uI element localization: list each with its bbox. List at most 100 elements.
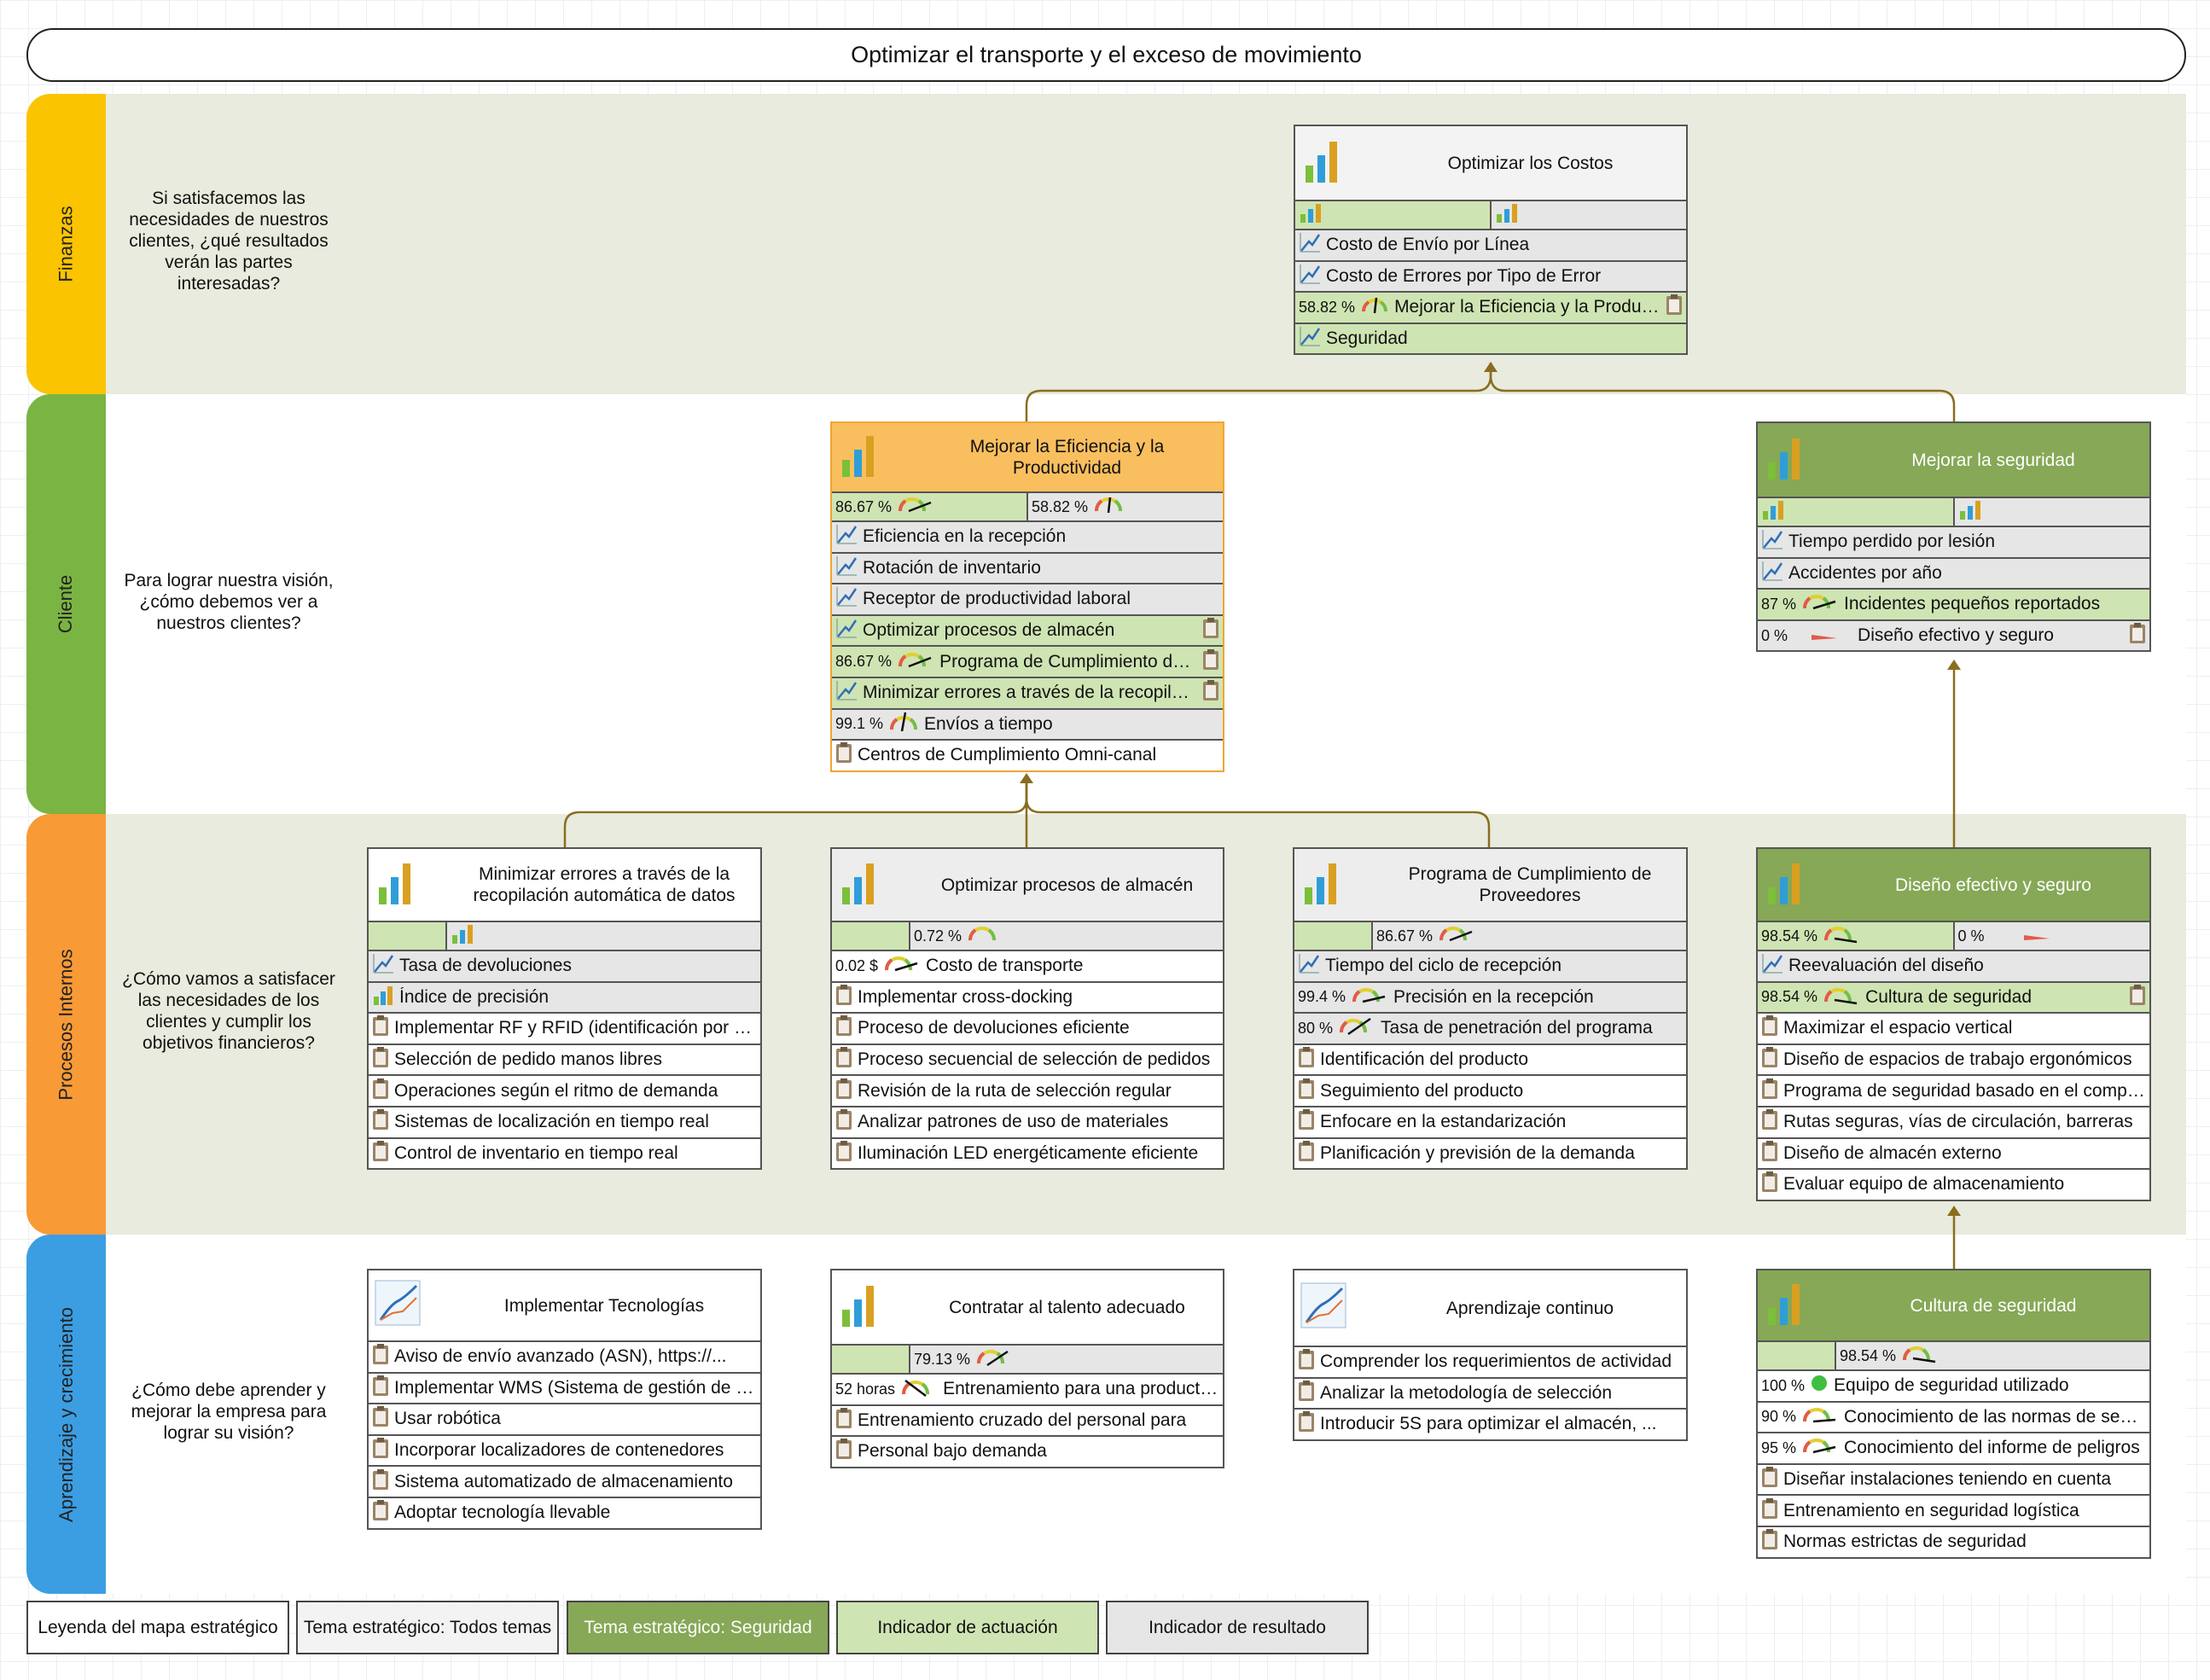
indicator-row[interactable]: Receptor de productividad laboral bbox=[832, 583, 1223, 614]
indicator-row[interactable]: Seguridad bbox=[1295, 322, 1686, 354]
indicator-row[interactable]: 100 %Equipo de seguridad utilizado bbox=[1758, 1369, 2149, 1401]
initiative-row[interactable]: Revisión de la ruta de selección regular bbox=[832, 1074, 1223, 1106]
row-label: Analizar patrones de uso de materiales bbox=[858, 1112, 1169, 1132]
initiative-row[interactable]: Analizar patrones de uso de materiales bbox=[832, 1105, 1223, 1137]
row-label: Sistema automatizado de almacenamiento bbox=[394, 1471, 733, 1491]
indicator-row[interactable]: 95 %Conocimiento del informe de peligros bbox=[1758, 1432, 2149, 1463]
initiative-row[interactable]: Proceso de devoluciones eficiente bbox=[832, 1012, 1223, 1043]
indicator-row[interactable]: Minimizar errores a través de la recopil… bbox=[832, 676, 1223, 708]
initiative-row[interactable]: Normas estrictas de seguridad bbox=[1758, 1525, 2149, 1557]
gauge-icon bbox=[967, 923, 1001, 949]
question-cliente: Para lograr nuestra visión, ¿cómo debemo… bbox=[124, 571, 334, 633]
clipboard-icon bbox=[1202, 617, 1219, 644]
clipboard-icon bbox=[835, 1108, 852, 1136]
indicator-row[interactable]: 99.1 %Envíos a tiempo bbox=[832, 707, 1223, 740]
indicator-row[interactable]: 90 %Conocimiento de las normas de seguri… bbox=[1758, 1400, 2149, 1433]
initiative-row[interactable]: Aviso de envío avanzado (ASN), https://.… bbox=[369, 1340, 760, 1372]
row-value: 80 % bbox=[1298, 1019, 1334, 1037]
indicator-row[interactable]: 86.67 %Programa de Cumplimiento de Prove… bbox=[832, 645, 1223, 677]
initiative-row[interactable]: Selección de pedido manos libres bbox=[369, 1043, 760, 1075]
initiative-row[interactable]: Diseñar instalaciones teniendo en cuenta bbox=[1758, 1462, 2149, 1495]
indicator-row[interactable]: Tiempo perdido por lesión bbox=[1758, 526, 2149, 557]
initiative-row[interactable]: Analizar la metodología de selección bbox=[1294, 1376, 1686, 1409]
initiative-row[interactable]: Sistemas de localización en tiempo real bbox=[369, 1105, 760, 1137]
initiative-row[interactable]: Diseño de almacén externo bbox=[1758, 1136, 2149, 1169]
indicator-row[interactable]: 0 %Diseño efectivo y seguro bbox=[1758, 619, 2149, 651]
objective-programa-cumplimiento[interactable]: Programa de Cumplimiento de Proveedores … bbox=[1293, 847, 1688, 1171]
row-label: Mejorar la Eficiencia y la Productividad bbox=[1394, 297, 1660, 317]
initiative-row[interactable]: Diseño de espacios de trabajo ergonómico… bbox=[1758, 1043, 2149, 1075]
objective-minimizar-errores[interactable]: Minimizar errores a través de la recopil… bbox=[367, 847, 762, 1171]
indicator-row[interactable]: 0.02 $Costo de transporte bbox=[832, 950, 1223, 981]
initiative-row[interactable]: Programa de seguridad basado en el compo… bbox=[1758, 1074, 2149, 1106]
initiative-row[interactable]: Iluminación LED energéticamente eficient… bbox=[832, 1136, 1223, 1169]
initiative-row[interactable]: Operaciones según el ritmo de demanda bbox=[369, 1074, 760, 1106]
row-value: 0 % bbox=[1957, 927, 1985, 945]
bar-chart-icon bbox=[837, 431, 885, 484]
gauge-icon bbox=[1438, 923, 1475, 949]
indicator-row[interactable]: Optimizar procesos de almacén bbox=[832, 613, 1223, 646]
bar-chart-icon bbox=[372, 985, 394, 1010]
initiative-row[interactable]: Incorporar localizadores de contenedores bbox=[369, 1433, 760, 1466]
initiative-row[interactable]: Identificación del producto bbox=[1294, 1043, 1686, 1075]
initiative-row[interactable]: Proceso secuencial de selección de pedid… bbox=[832, 1043, 1223, 1075]
indicator-row[interactable]: Índice de precisión bbox=[369, 980, 760, 1013]
initiative-row[interactable]: Implementar cross-docking bbox=[832, 980, 1223, 1013]
initiative-row[interactable]: Sistema automatizado de almacenamiento bbox=[369, 1465, 760, 1497]
initiative-row[interactable]: Rutas seguras, vías de circulación, barr… bbox=[1758, 1105, 2149, 1137]
legend-todos-temas: Tema estratégico: Todos temas bbox=[296, 1601, 559, 1654]
trend-icon bbox=[1299, 263, 1321, 290]
indicator-row[interactable]: 99.4 %Precisión en la recepción bbox=[1294, 980, 1686, 1013]
initiative-row[interactable]: Centros de Cumplimiento Omni-canal bbox=[832, 739, 1223, 770]
objective-contratar-talento[interactable]: Contratar al talento adecuado 79.13 % 52… bbox=[830, 1269, 1224, 1468]
indicator-row[interactable]: Reevaluación del diseño bbox=[1758, 950, 2149, 981]
row-label: Costo de transporte bbox=[926, 956, 1084, 976]
indicator-row[interactable]: Eficiencia en la recepción bbox=[832, 520, 1223, 552]
initiative-row[interactable]: Usar robótica bbox=[369, 1403, 760, 1434]
row-label: Aviso de envío avanzado (ASN), https://.… bbox=[394, 1346, 727, 1367]
indicator-row[interactable]: Accidentes por año bbox=[1758, 556, 2149, 589]
initiative-row[interactable]: Personal bajo demanda bbox=[832, 1435, 1223, 1467]
indicator-row[interactable]: Tasa de devoluciones bbox=[369, 950, 760, 981]
row-value: 98.54 % bbox=[1761, 988, 1818, 1006]
initiative-row[interactable]: Adoptar tecnología llevable bbox=[369, 1496, 760, 1528]
objective-mejorar-eficiencia[interactable]: Mejorar la Eficiencia y la Productividad… bbox=[830, 421, 1224, 772]
indicator-row[interactable]: 80 %Tasa de penetración del programa bbox=[1294, 1012, 1686, 1043]
initiative-row[interactable]: Evaluar equipo de almacenamiento bbox=[1758, 1168, 2149, 1200]
kpi-cell bbox=[369, 922, 445, 950]
objective-optimizar-procesos[interactable]: Optimizar procesos de almacén 0.72 % 0.0… bbox=[830, 847, 1224, 1171]
objective-optimizar-costos[interactable]: Optimizar los Costos Costo de Envío por … bbox=[1294, 125, 1688, 356]
initiative-row[interactable]: Introducir 5S para optimizar el almacén,… bbox=[1294, 1408, 1686, 1439]
initiative-row[interactable]: Planificación y previsión de la demanda bbox=[1294, 1136, 1686, 1169]
objective-cultura-seguridad[interactable]: Cultura de seguridad 98.54 % 100 %Equipo… bbox=[1756, 1269, 2151, 1559]
clipboard-icon bbox=[372, 1437, 389, 1464]
objective-diseno-efectivo[interactable]: Diseño efectivo y seguro 98.54 %0 % Reev… bbox=[1756, 847, 2151, 1201]
gauge-icon bbox=[883, 953, 921, 979]
initiative-row[interactable]: Seguimiento del producto bbox=[1294, 1074, 1686, 1106]
initiative-row[interactable]: Entrenamiento cruzado del personal para bbox=[832, 1404, 1223, 1436]
indicator-row[interactable]: 58.82 %Mejorar la Eficiencia y la Produc… bbox=[1295, 291, 1686, 323]
initiative-row[interactable]: Comprender los requerimientos de activid… bbox=[1294, 1346, 1686, 1377]
initiative-row[interactable]: Implementar WMS (Sistema de gestión de a… bbox=[369, 1371, 760, 1404]
indicator-row[interactable]: Costo de Envío por Línea bbox=[1295, 229, 1686, 260]
initiative-row[interactable]: Control de inventario en tiempo real bbox=[369, 1136, 760, 1169]
kpi-cell bbox=[1295, 201, 1490, 229]
objective-aprendizaje-continuo[interactable]: Aprendizaje continuo Comprender los requ… bbox=[1293, 1269, 1688, 1441]
initiative-row[interactable]: Enfocare en la estandarización bbox=[1294, 1105, 1686, 1137]
indicator-row[interactable]: 98.54 % Cultura de seguridad bbox=[1758, 980, 2149, 1013]
initiative-row[interactable]: Maximizar el espacio vertical bbox=[1758, 1012, 2149, 1043]
indicator-row[interactable]: Costo de Errores por Tipo de Error bbox=[1295, 259, 1686, 292]
clipboard-icon bbox=[2129, 984, 2146, 1011]
kpi-cell: 0 % bbox=[1952, 922, 2149, 950]
mini-chart-icon bbox=[451, 923, 476, 949]
indicator-row[interactable]: Tiempo del ciclo de recepción bbox=[1294, 950, 1686, 981]
objective-mejorar-seguridad[interactable]: Mejorar la seguridad Tiempo perdido por … bbox=[1756, 421, 2151, 653]
row-label: Cultura de seguridad bbox=[1865, 986, 2033, 1007]
initiative-row[interactable]: Entrenamiento en seguridad logística bbox=[1758, 1494, 2149, 1526]
trend-icon bbox=[1299, 231, 1321, 259]
indicator-row[interactable]: Rotación de inventario bbox=[832, 551, 1223, 584]
initiative-row[interactable]: Implementar RF y RFID (identificación po… bbox=[369, 1012, 760, 1043]
indicator-row[interactable]: 87 %Incidentes pequeños reportados bbox=[1758, 588, 2149, 619]
objective-implementar-tecnologias[interactable]: Implementar Tecnologías Aviso de envío a… bbox=[367, 1269, 762, 1530]
